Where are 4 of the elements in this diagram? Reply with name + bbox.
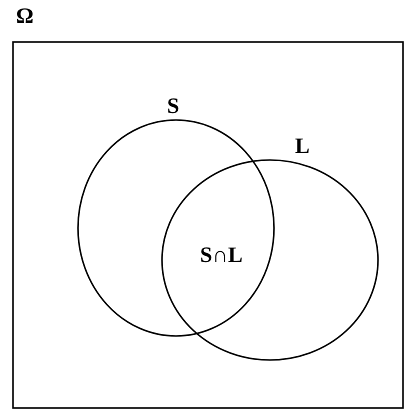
intersection-label: S∩L — [200, 243, 243, 267]
set-label: S — [167, 94, 180, 118]
set-label: L — [295, 134, 310, 158]
sample-space-label: Ω — [16, 4, 34, 28]
